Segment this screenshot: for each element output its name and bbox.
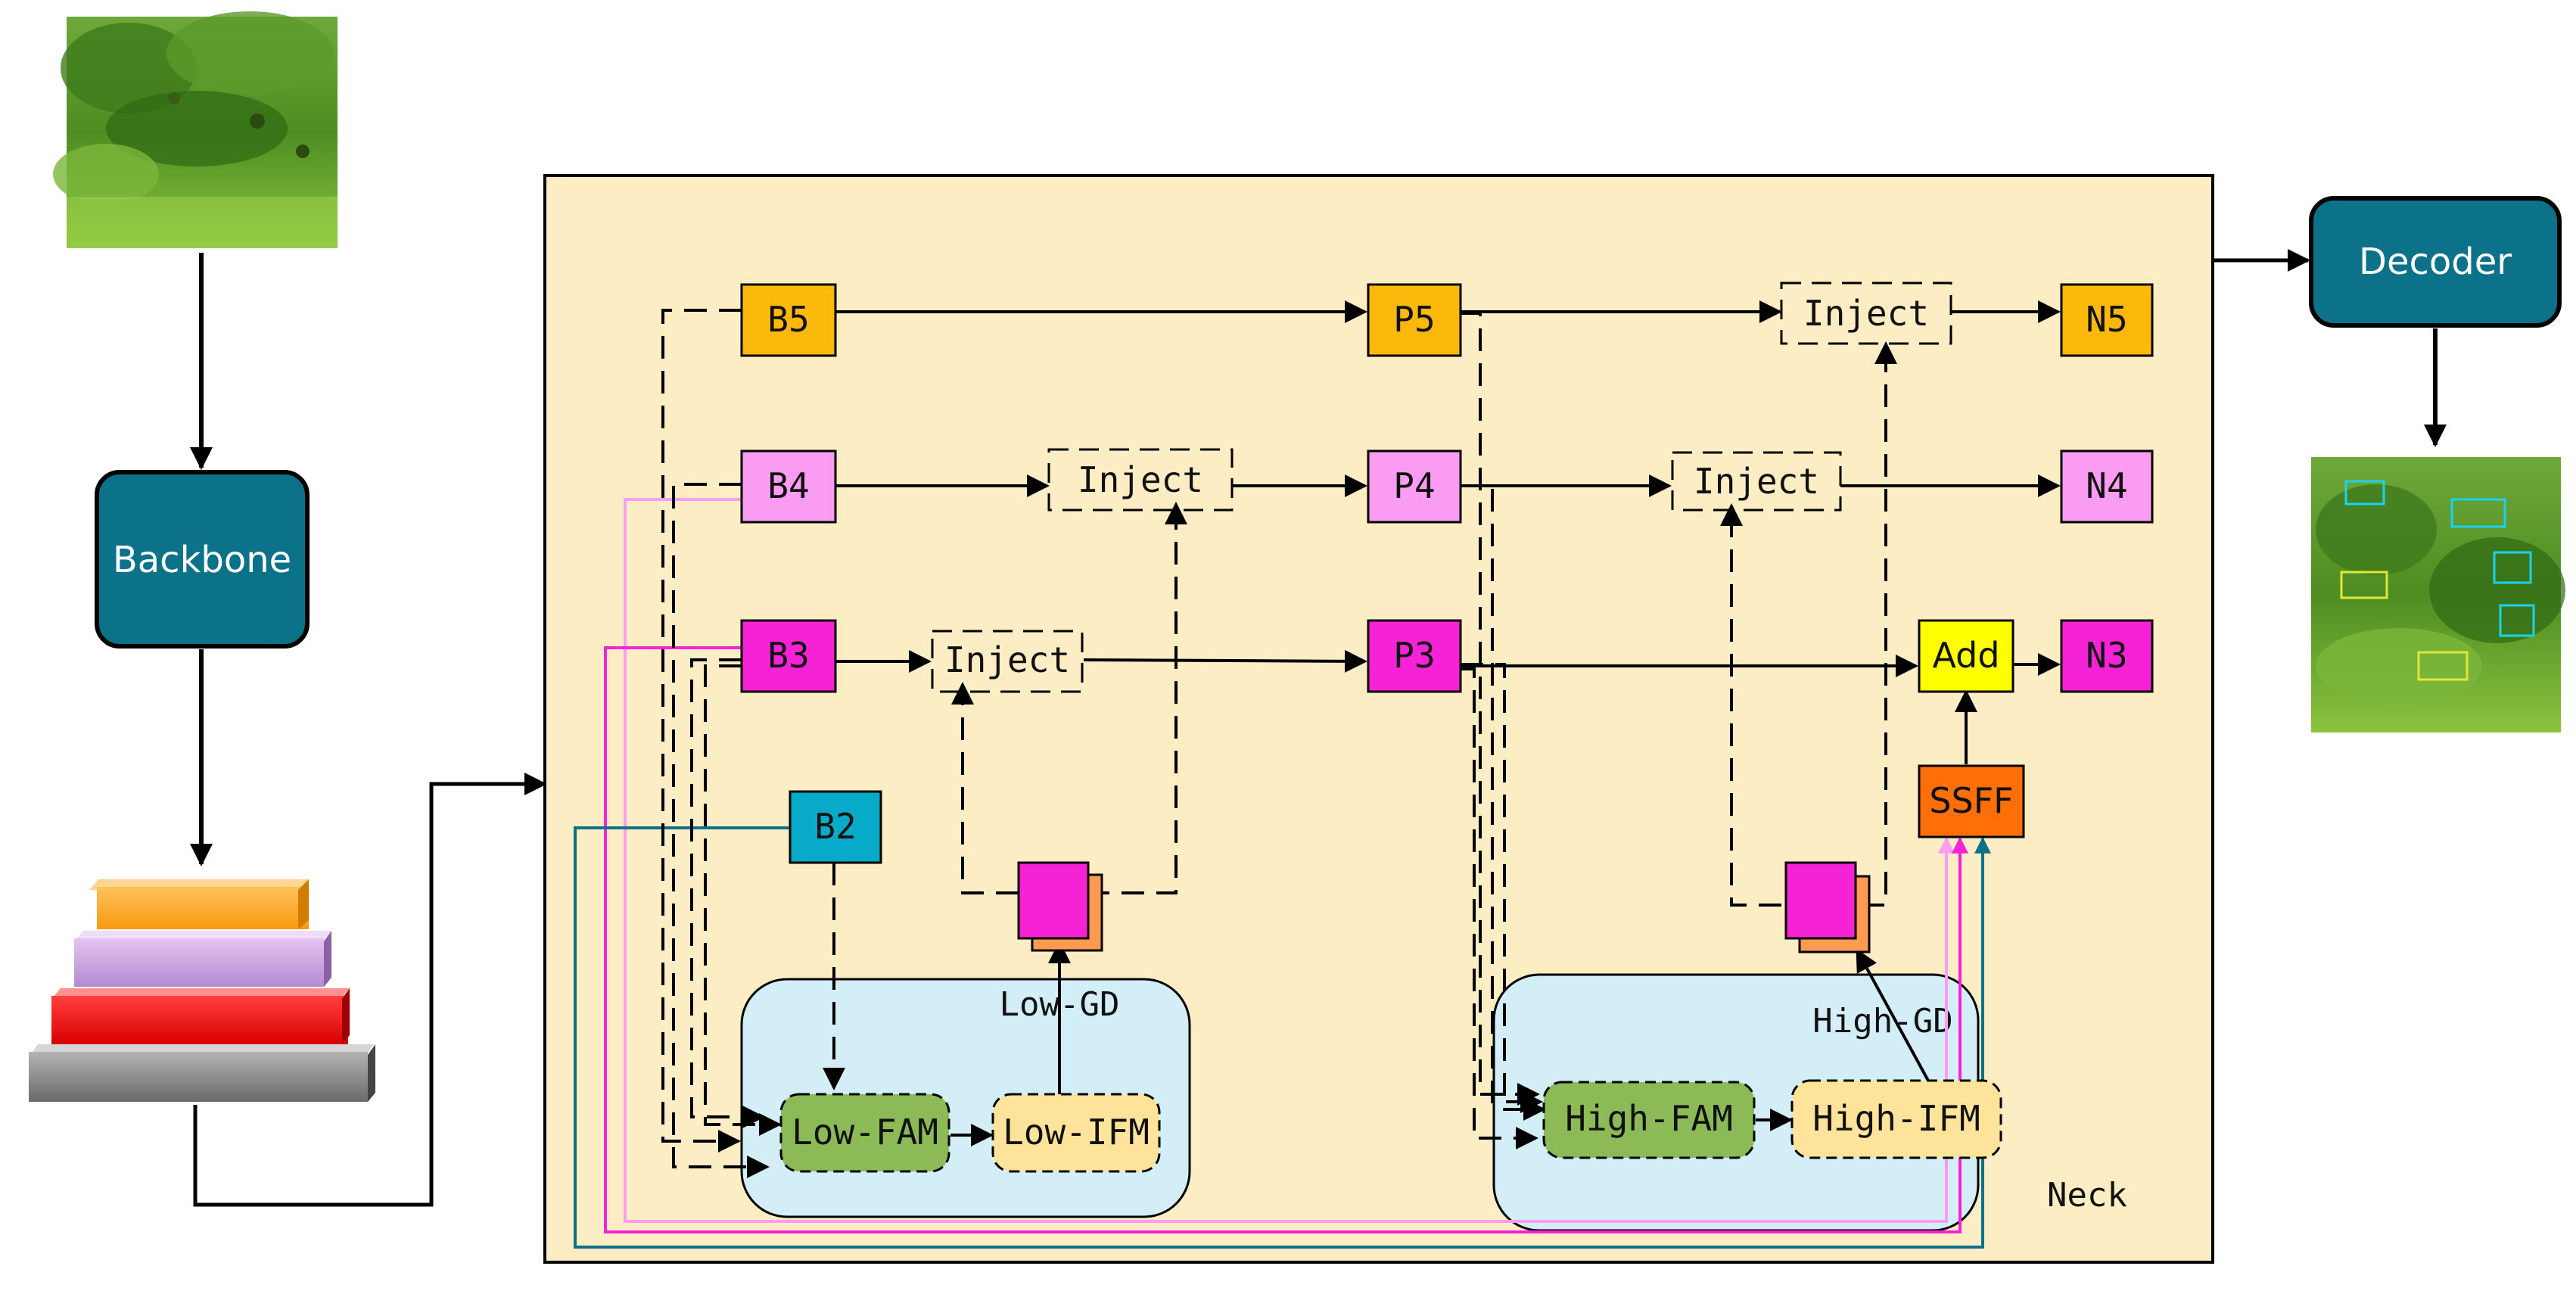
inject-low-p3-label: Inject [944,639,1070,680]
high-gd-label: High-GD [1812,1002,1952,1040]
ssff-label: SSFF [1929,780,2013,821]
detection-result-photo-icon [2316,480,2565,704]
inject-low-p4: Inject [1047,448,1234,512]
inject-low-p3: Inject [931,630,1084,693]
backbone-box: Backbone [95,470,310,649]
node-p4: P4 [1367,449,1462,524]
low-fam-label: Low-FAM [792,1112,938,1152]
node-p5-label: P5 [1393,299,1435,340]
backbone-label: Backbone [113,539,291,581]
inject-high-n5: Inject [1780,282,1952,345]
high-gd-stacked-features [1784,861,1871,953]
inject-low-p4-label: Inject [1078,459,1203,500]
low-ifm-module: Low-IFM [991,1093,1161,1173]
add-label: Add [1932,635,1999,676]
high-fam-module: High-FAM [1542,1081,1756,1159]
low-gd-stacked-features [1017,861,1103,952]
node-p5: P5 [1367,283,1462,357]
node-b4: B4 [740,449,837,524]
high-ifm-module: High-IFM [1790,1079,2002,1159]
node-b3-label: B3 [767,635,809,676]
inject-high-n4: Inject [1671,451,1842,512]
node-n3-label: N3 [2086,635,2127,676]
input-image [53,11,338,248]
node-n5-label: N5 [2086,299,2127,340]
inject-high-n5-label: Inject [1803,293,1929,334]
node-b5: B5 [740,283,837,357]
high-ifm-label: High-IFM [1812,1098,1980,1139]
node-n4-label: N4 [2086,465,2127,506]
decoder-label: Decoder [2359,241,2512,283]
decoder-box: Decoder [2309,196,2562,328]
low-ifm-label: Low-IFM [1003,1112,1150,1152]
node-p3: P3 [1367,619,1462,693]
orchard-photo-icon [53,11,338,248]
low-fam-module: Low-FAM [779,1093,950,1173]
node-b2-label: B2 [814,806,856,847]
inject-high-n4-label: Inject [1694,461,1819,502]
node-n3: N3 [2060,619,2154,693]
neck-label: Neck [2047,1176,2127,1215]
ssff-box: SSFF [1918,764,2025,838]
node-p4-label: P4 [1393,465,1435,506]
node-b2: B2 [789,790,882,864]
node-b5-label: B5 [767,299,809,340]
feature-pyramid-icon [29,879,375,1102]
node-p3-label: P3 [1393,635,1435,676]
output-image [2311,457,2565,733]
node-b4-label: B4 [767,465,809,506]
node-n5: N5 [2060,283,2154,357]
node-b3: B3 [740,619,837,693]
add-box: Add [1918,619,2014,693]
high-fam-label: High-FAM [1565,1098,1733,1139]
node-n4: N4 [2060,449,2154,524]
